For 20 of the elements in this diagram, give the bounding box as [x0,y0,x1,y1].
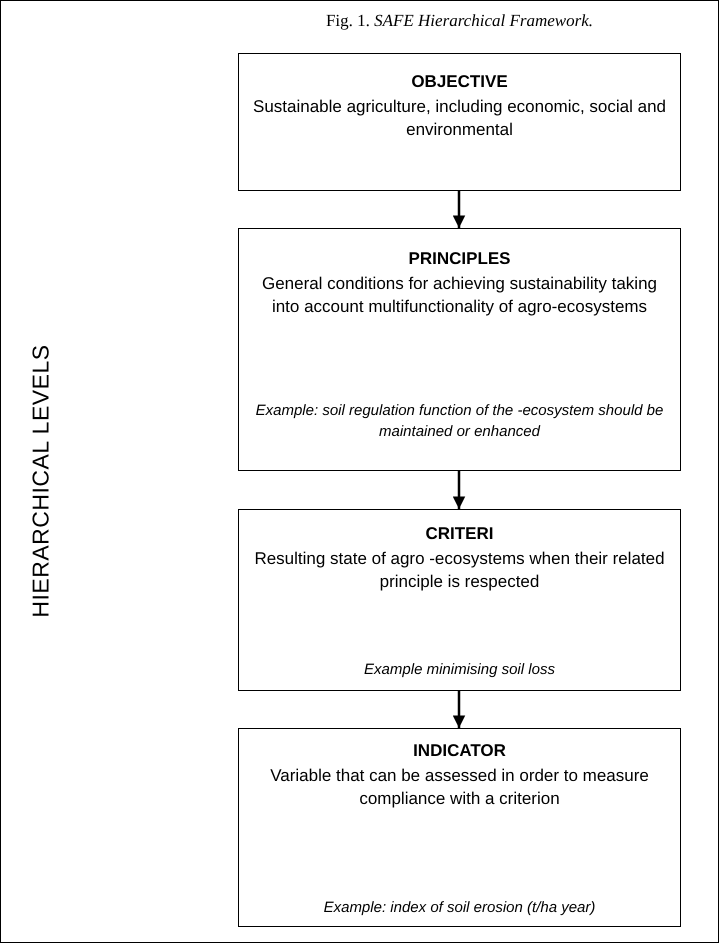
level-description: Resulting state of agro -ecosystems when their related principle is respected [253,548,666,593]
example-text: Example: index of soil erosion (t/ha year) [322,898,596,918]
figure-title: Fig. 1. SAFE Hierarchical Framework. [324,11,594,31]
arrow [452,191,466,228]
level-heading: PRINCIPLES [408,249,511,269]
level-heading: OBJECTIVE [411,72,508,92]
level-description: Variable that can be assessed in order to measure compliance with a criterion [269,765,650,810]
example-text: Example: soil regulation function of the -ecosystem should be maintained or enhanced [254,401,664,442]
arrow [452,691,466,728]
level-box [238,228,681,471]
level-box [238,728,681,927]
level-box [238,509,681,691]
level-description: Sustainable agriculture, including economic, social and environmental [252,96,667,141]
arrow [452,471,466,509]
level-box [238,53,681,191]
axis-label: HIERARCHICAL LEVELS [28,344,54,618]
level-description: General conditions for achieving sustainability taking into account multifunctionality of agro-ecosystems [260,273,658,318]
example-text: Example minimising soil loss [363,660,556,680]
level-heading: INDICATOR [413,741,506,761]
level-heading: CRITERI [426,524,494,544]
